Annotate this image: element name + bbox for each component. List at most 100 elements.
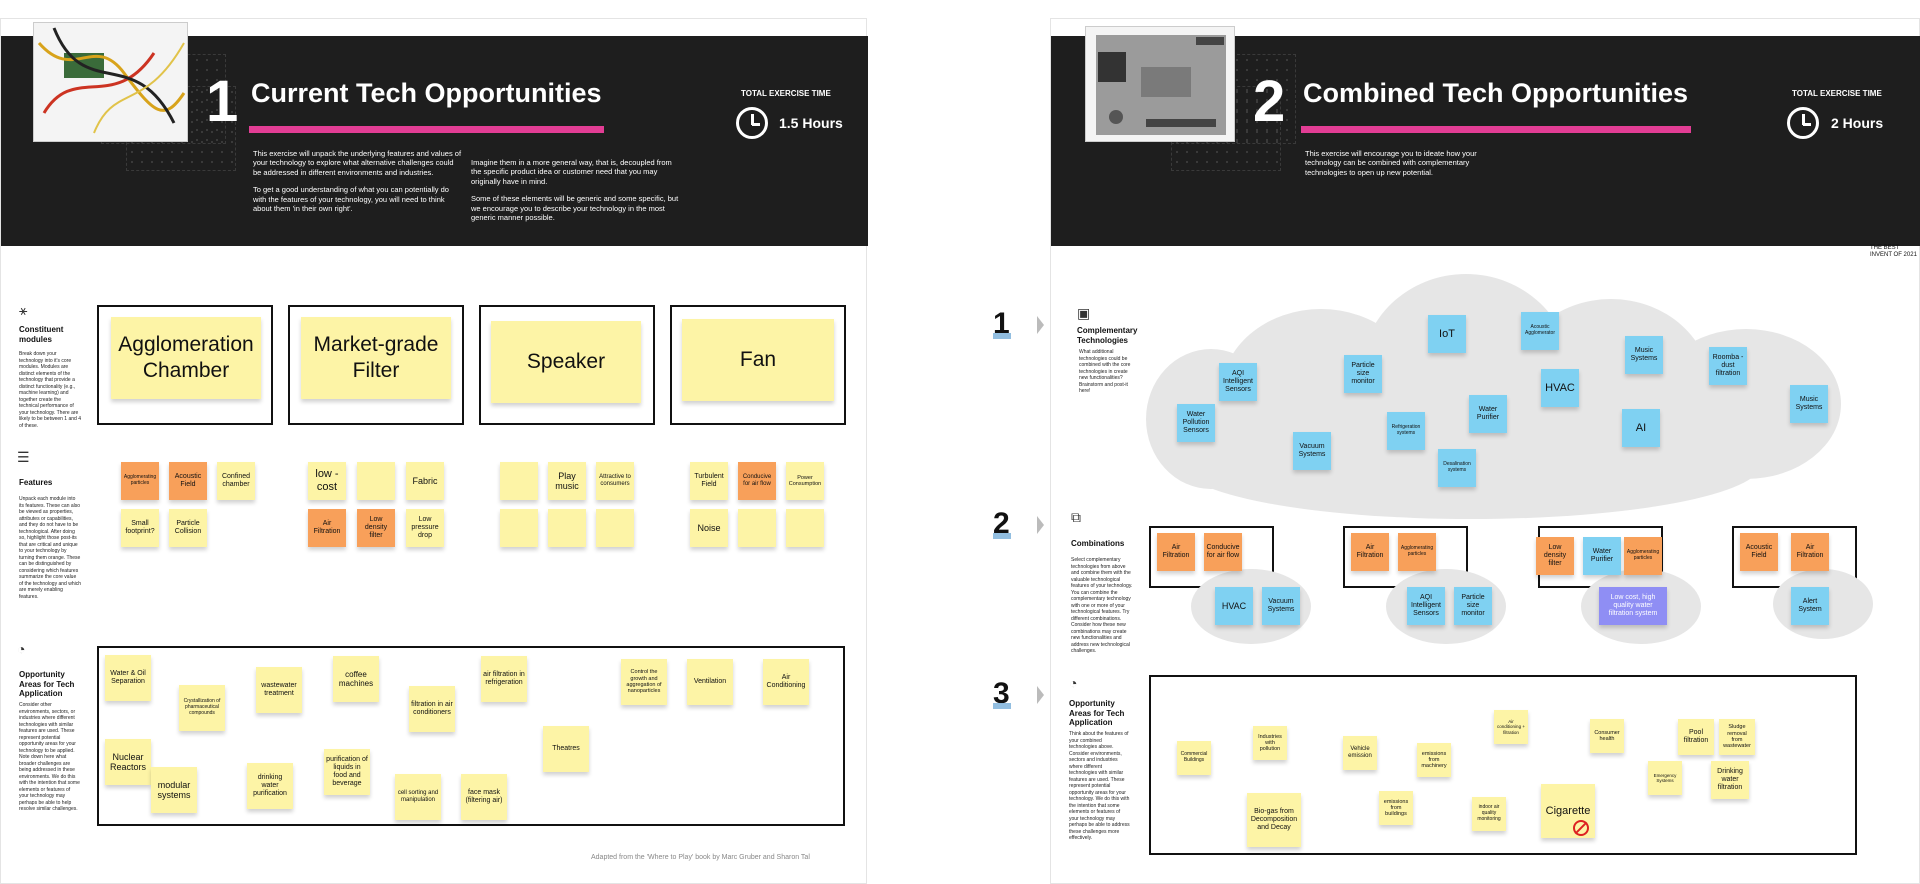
- sticky-note[interactable]: Agglomerating particles: [1624, 537, 1662, 575]
- sticky-note[interactable]: Vehicle emission: [1343, 736, 1377, 770]
- sticky-note[interactable]: Air conditioning + filtration: [1494, 710, 1528, 744]
- exercise-number: 2: [1253, 69, 1286, 134]
- sticky-note[interactable]: Emergency Systems: [1648, 761, 1682, 795]
- sticky-note[interactable]: Attractive to consumers: [596, 462, 634, 500]
- sticky-note[interactable]: coffee machines: [333, 656, 379, 702]
- sticky-note[interactable]: Agglomeration Chamber: [111, 317, 261, 399]
- sticky-note[interactable]: Acoustic Agglomerator: [1521, 312, 1559, 350]
- sticky-note[interactable]: emissions from buildings: [1379, 791, 1413, 825]
- sticky-note[interactable]: Air Filtration: [308, 509, 346, 547]
- intro-text: Some of these elements will be generic a…: [471, 194, 679, 222]
- sticky-note[interactable]: Sludge removal from wastewater: [1719, 719, 1755, 755]
- sticky-note[interactable]: Consumer health: [1590, 719, 1624, 753]
- sticky-note[interactable]: AQI Intelligent Sensors: [1219, 363, 1257, 401]
- sticky-note[interactable]: Particle Collision: [169, 509, 207, 547]
- sticky-note[interactable]: Agglomerating particles: [1398, 533, 1436, 571]
- sticky-note[interactable]: Air Filtration: [1351, 533, 1389, 571]
- sticky-note[interactable]: Water Pollution Sensors: [1177, 404, 1215, 442]
- sticky-note[interactable]: [500, 509, 538, 547]
- sticky-note[interactable]: purification of liquids in food and beve…: [324, 749, 370, 795]
- exercise-time-label: TOTAL EXERCISE TIME: [1792, 89, 1882, 98]
- sticky-note[interactable]: Particle size monitor: [1454, 587, 1492, 625]
- sticky-note[interactable]: Conducive for air flow: [1204, 533, 1242, 571]
- sticky-note[interactable]: AQI Intelligent Sensors: [1407, 587, 1445, 625]
- sticky-note[interactable]: wastewater treatment: [256, 667, 302, 713]
- sticky-note[interactable]: Low pressure drop: [406, 509, 444, 547]
- sticky-note[interactable]: Ventilation: [687, 659, 733, 705]
- sticky-note[interactable]: Water Purifier: [1469, 395, 1507, 433]
- sticky-note[interactable]: Music Systems: [1625, 336, 1663, 374]
- sticky-note[interactable]: emissions from machinery: [1417, 743, 1451, 777]
- sticky-note[interactable]: air filtration in refrigeration: [481, 656, 527, 702]
- section-desc-complementary: What additional technologies could be co…: [1079, 349, 1131, 394]
- sticky-note[interactable]: Drinking water filtration: [1711, 761, 1749, 799]
- sticky-note[interactable]: Air Filtration: [1791, 533, 1829, 571]
- sticky-note[interactable]: Theatres: [543, 726, 589, 772]
- sticky-note[interactable]: indoor air quality monitoring: [1472, 797, 1506, 831]
- sticky-note[interactable]: Fan: [682, 319, 834, 401]
- sticky-note[interactable]: HVAC: [1541, 369, 1579, 407]
- sticky-note[interactable]: Particle size monitor: [1344, 355, 1382, 393]
- sticky-note[interactable]: Low density filter: [1536, 537, 1574, 575]
- sticky-note[interactable]: [548, 509, 586, 547]
- sticky-note[interactable]: Air Conditioning: [763, 659, 809, 705]
- sticky-note[interactable]: Turbulent Field: [690, 462, 728, 500]
- page-title: Current Tech Opportunities: [251, 78, 602, 108]
- sticky-note[interactable]: AI: [1622, 409, 1660, 447]
- sticky-note[interactable]: Speaker: [491, 321, 641, 403]
- sticky-note[interactable]: [786, 509, 824, 547]
- sticky-note[interactable]: [357, 462, 395, 500]
- section-title-combinations: Combinations: [1071, 539, 1125, 548]
- sticky-note[interactable]: drinking water purification: [247, 763, 293, 809]
- sticky-note[interactable]: Fabric: [406, 462, 444, 500]
- sticky-note[interactable]: [500, 462, 538, 500]
- sticky-note[interactable]: modular systems: [151, 767, 197, 813]
- sticky-note[interactable]: Bio-gas from Decomposition and Decay: [1247, 793, 1301, 847]
- sticky-note[interactable]: Vacuum Systems: [1262, 587, 1300, 625]
- sticky-note[interactable]: Water Purifier: [1583, 537, 1621, 575]
- sticky-note[interactable]: Noise: [690, 509, 728, 547]
- sticky-note[interactable]: HVAC: [1215, 587, 1253, 625]
- sticky-note[interactable]: filtration in air conditioners: [409, 686, 455, 732]
- sticky-note[interactable]: cell sorting and manipulation: [395, 774, 441, 820]
- tech-photo[interactable]: [1085, 26, 1235, 142]
- sticky-note[interactable]: Vacuum Systems: [1293, 432, 1331, 470]
- sticky-note[interactable]: Water & Oil Separation: [105, 655, 151, 701]
- sticky-note[interactable]: Agglomerating particles: [121, 462, 159, 500]
- pie-chart-icon: ◔: [1069, 675, 1078, 691]
- sticky-note[interactable]: low -cost: [308, 462, 346, 500]
- tech-photo[interactable]: [33, 22, 188, 142]
- sticky-note[interactable]: Small footprint?: [121, 509, 159, 547]
- sticky-note[interactable]: Confined chamber: [217, 462, 255, 500]
- sticky-note[interactable]: Acoustic Field: [1740, 533, 1778, 571]
- sticky-note[interactable]: Alert System: [1791, 587, 1829, 625]
- section-desc-modules: Break down your technology into it's cor…: [19, 351, 81, 429]
- sticky-note[interactable]: Air Filtration: [1157, 533, 1195, 571]
- sticky-note[interactable]: Low cost, high quality water filtration …: [1599, 587, 1667, 625]
- board-current-tech: 1 Current Tech Opportunities TOTAL EXERC…: [0, 18, 868, 884]
- intro-text: This exercise will encourage you to idea…: [1305, 149, 1477, 177]
- sticky-note[interactable]: Commercial Buildings: [1177, 741, 1211, 775]
- sticky-note[interactable]: Control the growth and aggregation of na…: [621, 659, 667, 705]
- sticky-note[interactable]: IoT: [1428, 315, 1466, 353]
- sticky-note[interactable]: Music Systems: [1790, 385, 1828, 423]
- sticky-note[interactable]: Desalination systems: [1438, 449, 1476, 487]
- intro-text: Imagine them in a more general way, that…: [471, 158, 672, 186]
- sticky-note[interactable]: [738, 509, 776, 547]
- sticky-note[interactable]: Nuclear Reactors: [105, 739, 151, 785]
- sticky-note[interactable]: Power Consumption: [786, 462, 824, 500]
- sticky-note[interactable]: Crystallization of pharmaceutical compou…: [179, 685, 225, 731]
- exercise-time-label: TOTAL EXERCISE TIME: [741, 89, 831, 98]
- sticky-note[interactable]: Market-grade Filter: [301, 317, 451, 399]
- sticky-note[interactable]: Roomba - dust filtration: [1709, 347, 1747, 385]
- sticky-note[interactable]: face mask (filtering air): [461, 774, 507, 820]
- sticky-note[interactable]: [596, 509, 634, 547]
- sticky-note[interactable]: Refrigeration systems: [1387, 412, 1425, 450]
- sticky-note[interactable]: Conducive for air flow: [738, 462, 776, 500]
- sticky-note[interactable]: Acoustic Field: [169, 462, 207, 500]
- sticky-note[interactable]: Industries with pollution: [1253, 726, 1287, 760]
- sticky-note[interactable]: Pool filtration: [1678, 719, 1714, 755]
- puzzle-icon: ⧉: [1071, 509, 1081, 525]
- sticky-note[interactable]: Play music: [548, 462, 586, 500]
- sticky-note[interactable]: Low density filter: [357, 509, 395, 547]
